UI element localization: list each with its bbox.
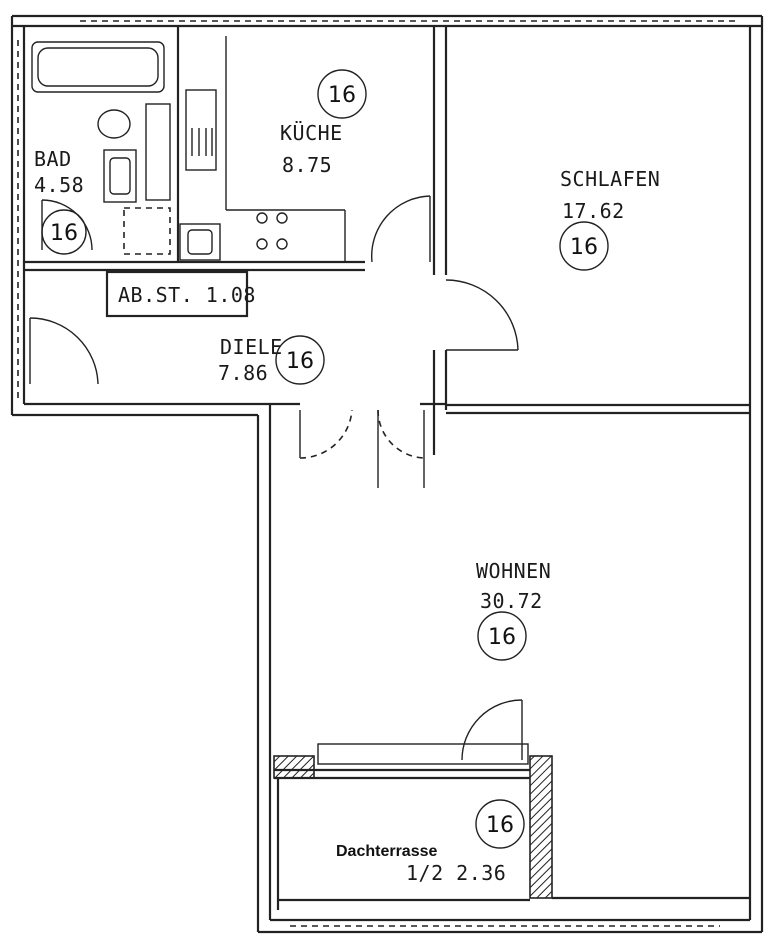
room-marker-circle [275, 335, 325, 385]
room-area-wohnen: 30.72 [480, 589, 543, 613]
room-marker-circle [41, 209, 87, 255]
room-marker-schlafen: 16 [570, 235, 598, 260]
room-marker-bad: 16 [50, 221, 78, 246]
room-name-diele: DIELE [220, 335, 283, 359]
room-area-schlafen: 17.62 [562, 199, 625, 223]
room-area-diele: 7.86 [218, 361, 268, 385]
room-area-terrasse: 1/2 2.36 [406, 861, 506, 885]
storage-room-box [105, 270, 249, 318]
room-name-bad: BAD [34, 147, 72, 171]
storage-room-label: AB.ST. 1.08 [118, 283, 256, 307]
room-marker-wohnen: 16 [488, 625, 516, 650]
room-name-wohnen: WOHNEN [476, 559, 551, 583]
room-name-terrasse: Dachterrasse [336, 843, 438, 860]
bathroom-fixtures [31, 41, 171, 255]
room-marker-circle [477, 611, 527, 661]
room-marker-terrasse: 16 [486, 813, 514, 838]
kitchen-fixtures [179, 36, 346, 262]
room-marker-kueche: 16 [328, 83, 356, 108]
room-name-kueche: KÜCHE [280, 121, 343, 145]
room-name-schlafen: SCHLAFEN [560, 167, 660, 191]
room-area-kueche: 8.75 [282, 153, 332, 177]
outer-walls [10, 14, 764, 934]
room-marker-circle [475, 799, 525, 849]
doors [29, 195, 523, 761]
room-marker-circle [317, 69, 367, 119]
terrace-structure [273, 743, 750, 910]
room-marker-diele: 16 [286, 349, 314, 374]
room-marker-circle [559, 221, 609, 271]
room-area-bad: 4.58 [34, 173, 84, 197]
interior-walls [24, 26, 750, 455]
